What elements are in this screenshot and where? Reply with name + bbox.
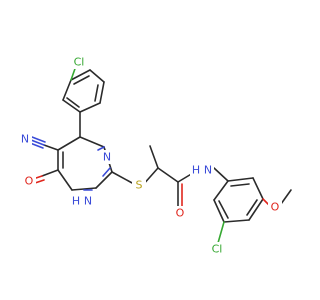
amide-nitrogen-atom: N bbox=[204, 164, 212, 177]
chlorine-atom-top: Cl bbox=[74, 56, 85, 69]
atom-labels: Cl N N O H N S H N O O Cl bbox=[18, 55, 282, 256]
ketone-group bbox=[32, 169, 59, 184]
nitrile-group bbox=[29, 136, 59, 151]
pyrimidinone-ring bbox=[57, 111, 113, 191]
ring-nh-hydrogen-atom: H bbox=[72, 195, 80, 208]
sulfur-atom: S bbox=[136, 179, 143, 192]
amide-hydrogen-atom: H bbox=[192, 164, 200, 177]
ring-nh-nitrogen-atom: N bbox=[84, 195, 92, 208]
methoxy-oxygen-atom: O bbox=[271, 201, 280, 214]
chlorine-atom-bottom: Cl bbox=[212, 243, 223, 256]
ring-nitrogen-atom: N bbox=[103, 151, 111, 164]
amide-oxygen-atom: O bbox=[176, 207, 185, 220]
ketone-oxygen-atom: O bbox=[25, 175, 34, 188]
molecule-structure-diagram: Cl N N O H N S H N O O Cl bbox=[18, 55, 292, 256]
chlorophenyl-ring bbox=[62, 62, 105, 113]
nitrile-nitrogen-atom: N bbox=[21, 133, 29, 146]
